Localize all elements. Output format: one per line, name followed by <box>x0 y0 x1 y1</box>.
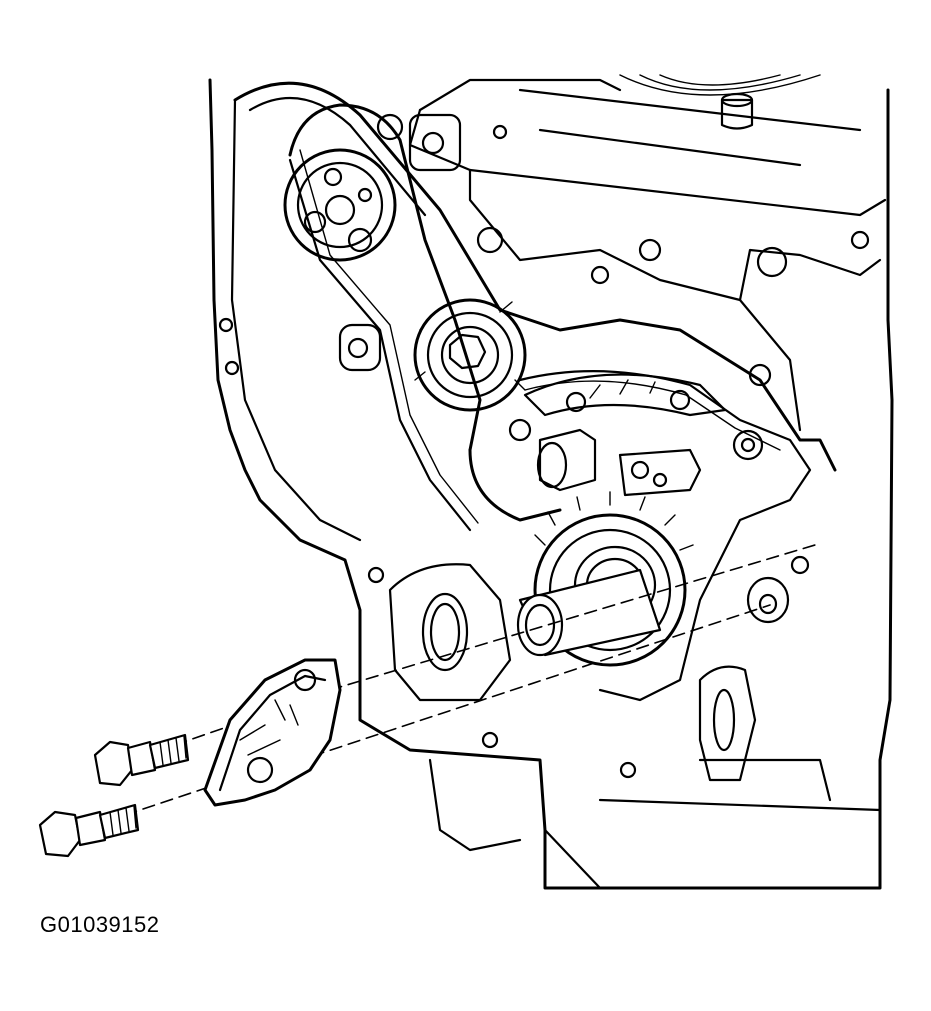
chain-tensioner <box>203 658 342 807</box>
cylinder-bore <box>619 74 821 130</box>
camshaft-sprocket-middle <box>413 298 527 412</box>
crankshaft-sprocket <box>533 491 694 667</box>
oil-pump-housing <box>388 563 512 702</box>
figure-code-label: G01039152 <box>40 912 160 937</box>
chain-guide-upper <box>523 373 727 417</box>
dowel-boss <box>698 576 790 782</box>
camshaft-sprocket-upper <box>283 148 397 262</box>
engine-block <box>208 78 894 890</box>
tensioner-bolt-lower <box>38 803 140 858</box>
block-bosses <box>338 113 788 442</box>
tensioner-bolt-upper <box>93 733 190 787</box>
idler-shaft <box>536 428 764 497</box>
